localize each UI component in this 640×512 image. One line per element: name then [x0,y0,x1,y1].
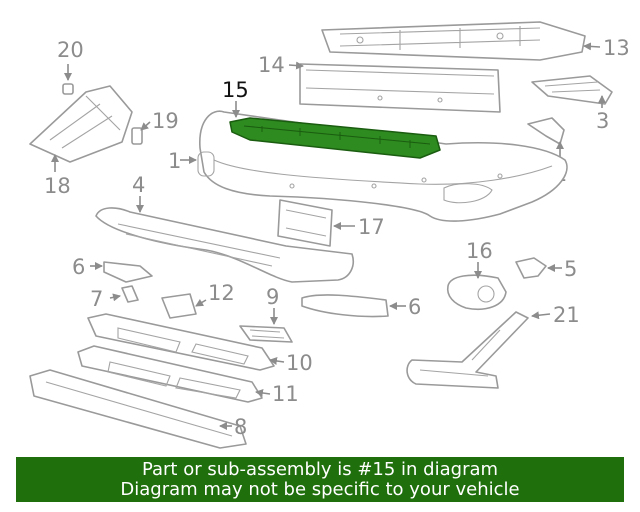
leader-21 [531,311,551,320]
callout-16[interactable]: 16 [466,239,493,263]
part-6-right-trim[interactable] [301,294,389,318]
callout-1[interactable]: 1 [168,149,181,173]
banner-line-2: Diagram may not be specific to your vehi… [120,478,520,500]
part-21-tow-assembly[interactable] [406,311,529,389]
callout-8[interactable]: 8 [234,415,247,439]
part-15-highlighted[interactable] [229,117,441,159]
callout-17[interactable]: 17 [358,215,385,239]
part-5-retainer[interactable] [515,257,547,279]
callout-3[interactable]: 3 [596,109,609,133]
part-2-clip[interactable] [527,117,565,145]
callout-14[interactable]: 14 [258,53,285,77]
part-8-skid-plate[interactable] [29,369,247,449]
part-7-cap[interactable] [121,285,139,303]
part-9-grille-insert[interactable] [239,325,293,343]
part-17-plate-bracket[interactable] [277,199,333,247]
part-10-lower-grille[interactable] [87,313,275,371]
leader-7 [109,293,121,302]
callout-7[interactable]: 7 [90,287,103,311]
part-13-reinforcement-beam[interactable] [321,21,586,61]
part-11-grille-trim[interactable] [77,345,263,403]
callout-9[interactable]: 9 [266,285,279,309]
callout-20[interactable]: 20 [57,38,84,62]
callout-18[interactable]: 18 [44,174,71,198]
leader-14 [288,61,304,70]
banner-line-1: Part or sub-assembly is #15 in diagram [141,458,499,480]
callout-4[interactable]: 4 [132,173,145,197]
leader-13 [583,42,601,51]
part-12-tow-cover[interactable] [161,293,197,319]
part-19-bolt[interactable] [131,127,143,145]
part-20-screw[interactable] [62,83,74,95]
leader-19 [140,121,151,131]
part-6-left-trim[interactable] [103,261,153,283]
callout-12[interactable]: 12 [208,281,235,305]
part-16-fog-bezel[interactable] [446,274,507,310]
callout-13[interactable]: 13 [603,36,630,60]
leader-11 [255,389,271,397]
part-18-splash-shield[interactable] [29,85,133,163]
part-14-absorber[interactable] [299,63,501,113]
callout-19[interactable]: 19 [152,109,179,133]
callout-15[interactable]: 15 [222,78,249,102]
part-3-bracket[interactable] [531,75,613,105]
callout-10[interactable]: 10 [286,351,313,375]
leader-10 [269,357,285,365]
info-banner: Part or sub-assembly is #15 in diagram D… [16,457,624,502]
callout-21[interactable]: 21 [553,303,580,327]
part-4-lower-valance[interactable] [95,207,354,283]
callout-5[interactable]: 5 [564,257,577,281]
leader-12 [195,298,207,307]
callout-6-left[interactable]: 6 [72,255,85,279]
callout-11[interactable]: 11 [272,382,299,406]
parts-diagram: 13 14 3 2 20 18 19 [29,21,630,449]
callout-6-right[interactable]: 6 [408,295,421,319]
